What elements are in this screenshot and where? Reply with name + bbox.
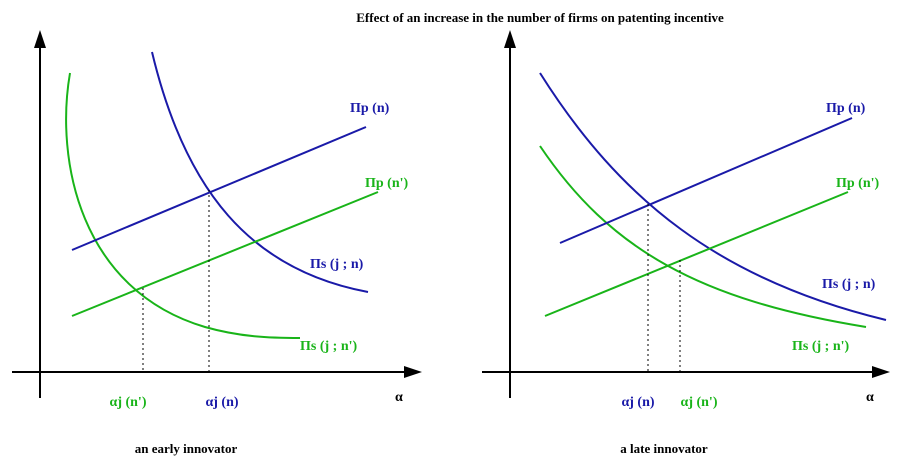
left-pi-p-n2-line (71, 191, 379, 317)
right-pi-s-n-curve (539, 72, 887, 321)
right-label-pi-s-n: Πs (j ; n) (822, 277, 876, 292)
left-pi-s-n2-curve (65, 72, 301, 339)
left-label-pi-p-n2: Πp (n') (365, 176, 409, 191)
left-pi-s-n-curve (151, 51, 369, 293)
left-x-axis-label: α (395, 390, 403, 405)
left-pi-p-n-line (71, 126, 367, 251)
right-pi-p-n-line (559, 117, 853, 244)
right-tick-alpha-n: αj (n) (621, 395, 654, 410)
left-y-axis-arrow (34, 30, 46, 48)
left-label-pi-p-n: Πp (n) (350, 101, 390, 116)
left-tick-alpha-n2: αj (n') (110, 395, 147, 410)
left-label-pi-s-n2: Πs (j ; n') (300, 339, 358, 354)
right-caption: a late innovator (620, 441, 708, 456)
right-y-axis-arrow (504, 30, 516, 48)
right-panel: Πp (n) Πp (n') Πs (j ; n) Πs (j ; n') αj… (482, 30, 890, 456)
left-caption: an early innovator (135, 441, 238, 456)
right-label-pi-s-n2: Πs (j ; n') (792, 339, 850, 354)
right-tick-alpha-n2: αj (n') (681, 395, 718, 410)
left-x-axis-arrow (404, 366, 422, 378)
left-panel: Πp (n) Πp (n') Πs (j ; n) Πs (j ; n') αj… (12, 30, 422, 456)
right-pi-p-n2-line (544, 191, 849, 317)
figure-title: Effect of an increase in the number of f… (356, 10, 724, 25)
right-label-pi-p-n2: Πp (n') (836, 176, 880, 191)
left-label-pi-s-n: Πs (j ; n) (310, 257, 364, 272)
left-tick-alpha-n: αj (n) (205, 395, 238, 410)
right-x-axis-label: α (866, 390, 874, 405)
right-label-pi-p-n: Πp (n) (826, 101, 866, 116)
right-x-axis-arrow (872, 366, 890, 378)
